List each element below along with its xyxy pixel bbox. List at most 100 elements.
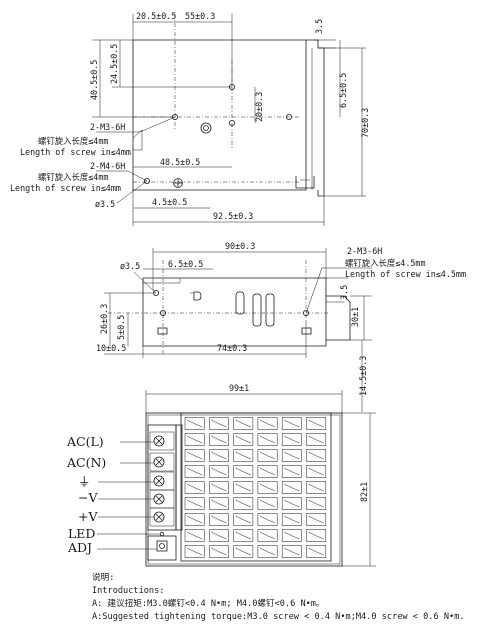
dim-6-5: 6.5±0.5 [338, 73, 348, 108]
vent-cell [281, 545, 302, 558]
vent-cell-line [284, 531, 300, 540]
side-slot-a [157, 327, 168, 335]
terminal-label-acn: AC(N) [66, 455, 106, 470]
vent-cell [233, 513, 254, 526]
leader-hole-3-5 [116, 180, 148, 204]
top-view-left-step [132, 129, 143, 151]
note-top-m3-cn: 螺钉旋入长度≤4mm [38, 136, 108, 146]
top-view-hole-m4-a [143, 177, 150, 184]
vent-cell [209, 465, 229, 478]
vent-cell-line [235, 531, 251, 540]
vent-cell [209, 481, 229, 494]
dim-4-5: 4.5±0.5 [152, 197, 187, 207]
vent-cell [209, 529, 229, 542]
vent-cell-line [308, 483, 324, 492]
vent-cell [233, 465, 254, 478]
terminal-cell [149, 431, 175, 451]
vent-cell [281, 449, 302, 462]
side-vent-1 [235, 291, 245, 315]
vent-cell-line [211, 531, 227, 540]
vent-cell [257, 529, 278, 542]
top-view-screw-head [173, 178, 183, 188]
top-view-hole-right [285, 114, 292, 121]
leader-m3 [139, 116, 176, 133]
vent-cell-line [211, 499, 227, 508]
vent-cell-line [284, 547, 300, 556]
adj-potentiometer [156, 540, 168, 552]
front-view: 99±1 82±1 AC(L) AC(N) ⏚ −V +V LED ADJ [66, 383, 376, 567]
vent-cell [281, 433, 302, 446]
terminal-screw-slot [155, 458, 163, 466]
leader-m4 [127, 170, 148, 182]
vent-cell [233, 529, 254, 542]
vent-cell-line [235, 467, 251, 476]
vent-cell [257, 481, 278, 494]
side-dim-26: 26±0.3 [99, 304, 109, 334]
vent-cell-line [211, 547, 227, 556]
vent-cell [306, 417, 327, 430]
vent-cell [209, 545, 229, 558]
vent-cell [233, 417, 254, 430]
terminal-screw-slot [155, 495, 163, 503]
terminal-screw-slot [155, 513, 163, 521]
vent-cell-line [186, 531, 203, 540]
dim-40-5: 40.5±0.5 [89, 60, 99, 100]
dim-92-5: 92.5±0.3 [213, 211, 253, 221]
side-leader-hole [133, 271, 157, 294]
terminal-screws [149, 431, 175, 527]
vent-cell [184, 545, 205, 558]
terminal-label-led: LED [68, 526, 95, 541]
vent-cell [281, 465, 302, 478]
side-leader-m3 [305, 267, 323, 314]
vent-cell-line [259, 499, 276, 508]
vent-cell [306, 481, 327, 494]
vent-cell [281, 417, 302, 430]
side-dim-14-5: 14.5±0.3 [358, 356, 368, 396]
side-mark [193, 291, 202, 301]
top-view-outline [132, 39, 307, 191]
vent-cell [257, 513, 278, 526]
vent-cell-line [259, 515, 276, 524]
vent-cell [306, 449, 327, 462]
vent-cell [306, 545, 327, 558]
vent-cell [257, 433, 278, 446]
vent-cell-line [235, 499, 251, 508]
terminal-screw [153, 456, 165, 468]
front-housing [145, 412, 343, 567]
vent-cell [281, 497, 302, 510]
side-view-outline [142, 277, 327, 347]
vent-cell-line [211, 451, 227, 460]
terminal-label-ground: ⏚ [78, 474, 91, 489]
terminal-block-rail [175, 424, 183, 531]
vent-cell [184, 433, 205, 446]
terminal-leaders [97, 441, 160, 550]
introductions-title-cn: 说明: [92, 573, 115, 583]
vent-cell [184, 417, 205, 430]
note-top-m4-cn: 螺钉旋入长度≤4mm [38, 172, 108, 182]
side-dim-5: 5±0.5 [116, 315, 126, 340]
vent-cell-line [235, 547, 251, 556]
vent-cell [306, 433, 327, 446]
top-view: 20.5±0.5 55±0.3 3.5 40.5±0.5 24.5±0.5 20… [10, 11, 370, 226]
introductions-title-en: Introductions: [92, 586, 165, 596]
note-top-m4-en: Length of screw in≤4mm [10, 183, 121, 193]
vent-cell-line [186, 499, 203, 508]
dim-90: 90±0.3 [225, 241, 255, 251]
dim-20-5: 20.5±0.5 [136, 11, 176, 21]
vent-cell-line [308, 467, 324, 476]
adj-block [147, 535, 177, 561]
vent-cell [306, 465, 327, 478]
vent-cell [209, 497, 229, 510]
vent-cell-line [284, 451, 300, 460]
vent-cell-line [186, 483, 203, 492]
vent-cell [184, 465, 205, 478]
vent-cell-line [259, 483, 276, 492]
introductions-line-cn: A: 建议扭矩:M3.0螺钉<0.4 N•m; M4.0螺钉<0.6 N•m。 [92, 599, 325, 609]
terminal-screw-slot [155, 477, 163, 485]
vent-cell [209, 513, 229, 526]
vent-cell-line [211, 483, 227, 492]
led-indicator [159, 531, 165, 537]
adj-potentiometer-knob [159, 543, 165, 549]
vent-cell [233, 433, 254, 446]
introductions: 说明: Introductions: A: 建议扭矩:M3.0螺钉<0.4 N•… [92, 572, 492, 624]
